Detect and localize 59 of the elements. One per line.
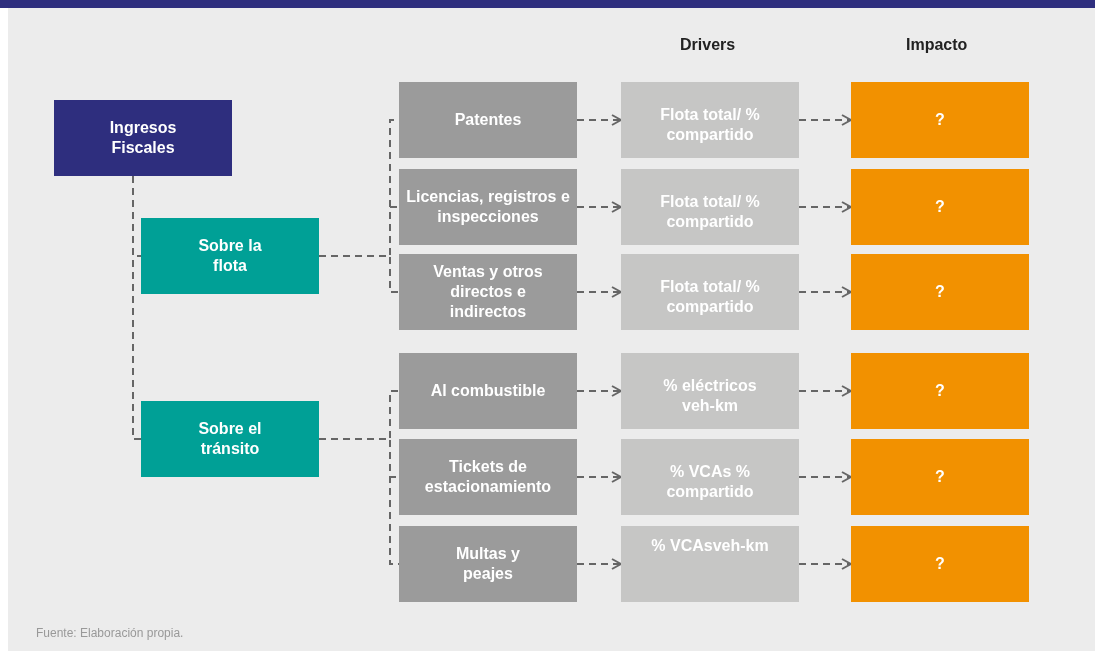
node-label: ? (935, 381, 945, 401)
arrow (798, 558, 852, 570)
impact-box (851, 353, 1029, 429)
root-box (54, 100, 232, 176)
arrow (576, 471, 622, 483)
node-label: ? (935, 554, 945, 574)
arrow (576, 201, 622, 213)
impact-box (851, 82, 1029, 158)
arrow (798, 286, 852, 298)
node-label: ? (935, 110, 945, 130)
category-box (399, 82, 577, 158)
node-label: ? (935, 197, 945, 217)
node-label: % eléctricos veh-km (662, 376, 758, 416)
arrow (576, 286, 622, 298)
node-label: Flota total/ % compartido (659, 277, 761, 317)
impact-box (851, 526, 1029, 602)
node-label: ? (935, 282, 945, 302)
driver-box (621, 526, 799, 602)
column-header: Drivers (680, 36, 736, 54)
driver-box (621, 439, 799, 515)
connector-line (318, 255, 400, 293)
arrow (798, 471, 852, 483)
category-box (399, 526, 577, 602)
group-box (141, 218, 319, 294)
category-box (399, 254, 577, 330)
arrow (798, 114, 852, 126)
arrow (576, 114, 622, 126)
node-label: Licencias, registros e inspecciones (405, 187, 571, 227)
driver-box (621, 353, 799, 429)
category-box (399, 353, 577, 429)
impact-box (851, 169, 1029, 245)
node-label: Tickets de estacionamiento (423, 457, 553, 497)
node-label: % VCAsveh-km (651, 536, 769, 556)
column-header: Impacto (906, 36, 968, 54)
impact-box (851, 439, 1029, 515)
arrow (576, 385, 622, 397)
arrow (798, 201, 852, 213)
node-label: Ventas y otros directos e indirectos (432, 262, 544, 322)
driver-box (621, 82, 799, 158)
group-box (141, 401, 319, 477)
node-label: % VCAs % compartido (665, 462, 755, 502)
node-label: Patentes (454, 110, 522, 130)
node-label: Flota total/ % compartido (659, 192, 761, 232)
impact-box (851, 254, 1029, 330)
category-box (399, 439, 577, 515)
driver-box (621, 254, 799, 330)
node-label: Sobre el tránsito (197, 419, 263, 459)
source-note: Fuente: Elaboración propia. (36, 626, 184, 640)
node-label: Ingresos Fiscales (108, 118, 178, 158)
node-label: ? (935, 467, 945, 487)
node-label: Sobre la flota (197, 236, 263, 276)
arrow (576, 558, 622, 570)
node-label: Multas y peajes (455, 544, 521, 584)
connector-line (132, 175, 142, 440)
driver-box (621, 169, 799, 245)
category-box (399, 169, 577, 245)
node-label: Al combustible (430, 381, 546, 401)
node-label: Flota total/ % compartido (659, 105, 761, 145)
arrow (798, 385, 852, 397)
